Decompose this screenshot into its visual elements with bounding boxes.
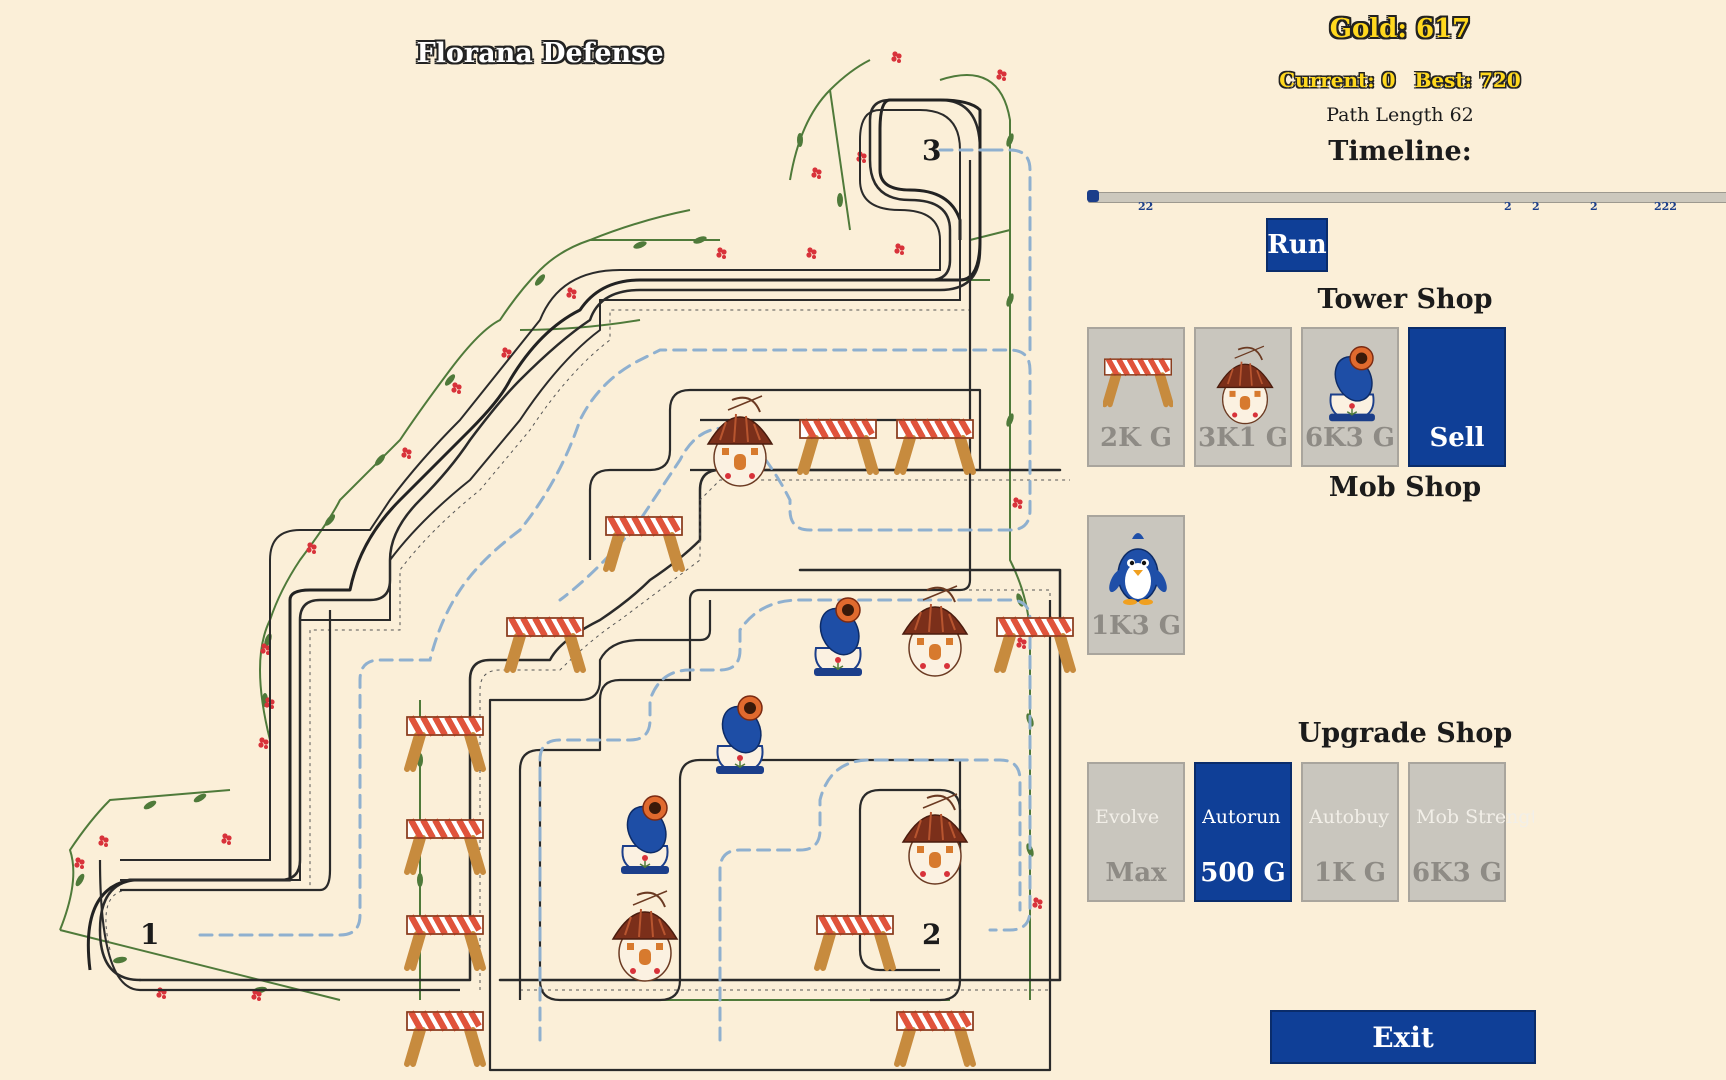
autorun-price: 500 G bbox=[1200, 858, 1286, 888]
gold-counter: Gold: 617 bbox=[1329, 14, 1471, 44]
upgrade-mob-strength-card[interactable]: Mob Strength 6K3 G bbox=[1408, 762, 1534, 902]
mob-shop-heading: Mob Shop bbox=[1328, 472, 1482, 503]
autobuy-label: Autobuy bbox=[1309, 806, 1390, 828]
evolve-price: Max bbox=[1105, 858, 1167, 888]
sell-button[interactable]: Sell bbox=[1408, 327, 1506, 467]
timeline-wave-marker: 2 bbox=[1590, 200, 1598, 213]
game-title: Florana Defense bbox=[416, 38, 664, 69]
barricade-price: 2K G bbox=[1100, 423, 1172, 453]
evolve-label: Evolve bbox=[1095, 806, 1160, 828]
shop-cannon-card[interactable]: 6K3 G bbox=[1301, 327, 1399, 467]
waypoint-1: 1 bbox=[140, 918, 160, 951]
autobuy-price: 1K G bbox=[1314, 858, 1386, 888]
timeline-wave-marker: 2 bbox=[1504, 200, 1512, 213]
cannon-price: 6K3 G bbox=[1304, 423, 1396, 453]
cannon-tower-icon bbox=[1327, 345, 1380, 423]
waypoint-2: 2 bbox=[922, 918, 942, 951]
barricade-icon bbox=[1103, 341, 1173, 421]
sell-label: Sell bbox=[1429, 423, 1485, 453]
game-board[interactable] bbox=[0, 0, 1080, 1080]
tower-shop-heading: Tower Shop bbox=[1317, 284, 1493, 315]
timeline-cursor[interactable] bbox=[1087, 190, 1099, 202]
best-score: Best: 720 bbox=[1414, 68, 1521, 92]
archer-house-icon bbox=[1216, 345, 1274, 425]
upgrade-evolve-card[interactable]: Evolve Max bbox=[1087, 762, 1185, 902]
penguin-price: 1K3 G bbox=[1090, 611, 1182, 641]
archer-house-price: 3K1 G bbox=[1197, 423, 1289, 453]
mob-strength-label: Mob Strength bbox=[1416, 806, 1534, 828]
waypoint-3: 3 bbox=[922, 134, 942, 167]
autorun-label: Autorun bbox=[1202, 806, 1281, 828]
upgrade-shop-heading: Upgrade Shop bbox=[1297, 718, 1513, 749]
exit-button[interactable]: Exit bbox=[1270, 1010, 1536, 1064]
run-button[interactable]: Run bbox=[1266, 218, 1328, 272]
timeline-wave-marker: 2 bbox=[1532, 200, 1540, 213]
mob-strength-price: 6K3 G bbox=[1411, 858, 1503, 888]
shop-barricade-card[interactable]: 2K G bbox=[1087, 327, 1185, 467]
score-line: Current: 0 Best: 720 bbox=[1250, 68, 1550, 92]
timeline-bar[interactable] bbox=[1088, 192, 1726, 203]
upgrade-autobuy-card[interactable]: Autobuy 1K G bbox=[1301, 762, 1399, 902]
timeline-label: Timeline: bbox=[1328, 136, 1472, 167]
timeline-wave-marker: 222 bbox=[1654, 200, 1677, 213]
shop-penguin-card[interactable]: 1K3 G bbox=[1087, 515, 1185, 655]
path-length: Path Length 62 bbox=[1326, 104, 1474, 126]
upgrade-autorun-card[interactable]: Autorun 500 G bbox=[1194, 762, 1292, 902]
penguin-icon bbox=[1109, 533, 1167, 605]
current-score: Current: 0 bbox=[1279, 68, 1396, 92]
shop-archer-house-card[interactable]: 3K1 G bbox=[1194, 327, 1292, 467]
timeline-wave-marker: 22 bbox=[1138, 200, 1154, 213]
